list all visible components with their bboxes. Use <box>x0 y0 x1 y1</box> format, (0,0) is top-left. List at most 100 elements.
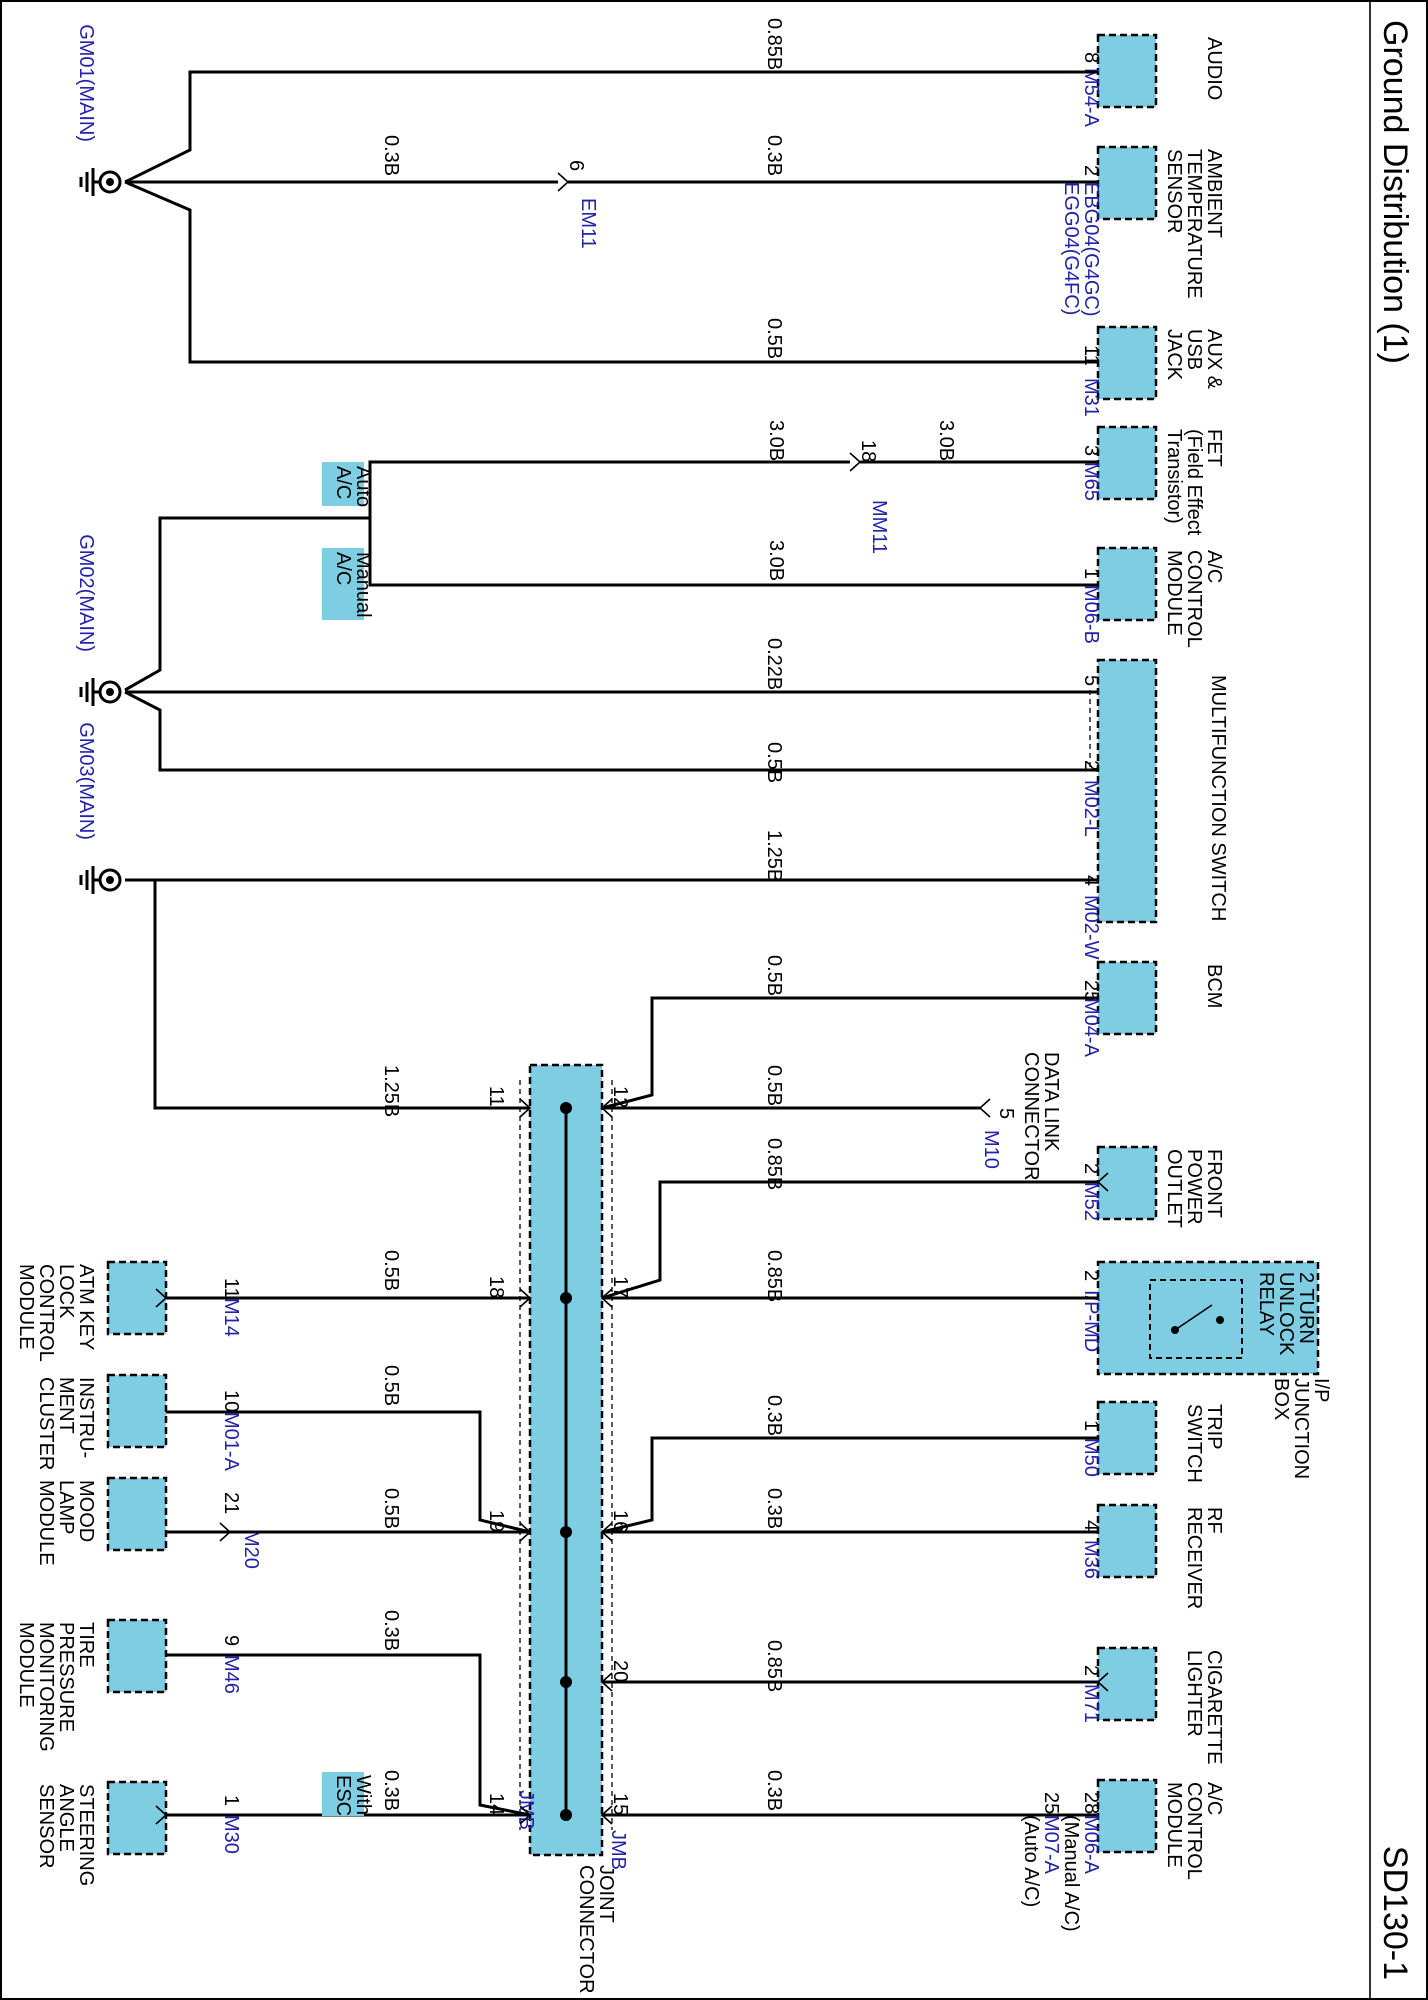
connector-label: I/P-MD <box>1080 1290 1102 1352</box>
option-label: A/C <box>332 552 354 585</box>
ground-gm02: GM02(MAIN) <box>75 534 122 706</box>
connector-note: (Auto A/C) <box>1020 1815 1042 1907</box>
component-name: Transistor) <box>1163 429 1185 524</box>
ground-label: GM01(MAIN) <box>75 24 97 142</box>
joint-pin: 14 <box>485 1793 507 1815</box>
wire-label: 3.0B <box>765 420 787 461</box>
wire <box>368 460 850 505</box>
pin-label: 2 <box>1080 760 1102 771</box>
joint-pin: 11 <box>485 1086 507 1107</box>
connector-label: M71 <box>1080 1684 1102 1723</box>
wire <box>188 70 1098 150</box>
option-tag <box>322 462 364 506</box>
component-box <box>1096 1646 1158 1722</box>
component-box <box>1096 960 1158 1036</box>
joint-pin: 18 <box>485 1276 507 1298</box>
component-name: MODULE <box>15 1264 37 1350</box>
component-box <box>106 1780 168 1856</box>
connector-arrow <box>849 452 862 472</box>
component-name: CONNECTOR <box>1020 1052 1042 1181</box>
relay-switch <box>1174 1304 1213 1331</box>
connector-label: M65 <box>1080 462 1102 501</box>
connector-label: M02-W <box>1080 895 1102 960</box>
connector-note: (Manual A/C) <box>1060 1815 1082 1932</box>
option-tag <box>322 1772 364 1816</box>
pin-label: 28 <box>1080 1792 1102 1814</box>
ground-gm01: GM01(MAIN) <box>75 24 122 196</box>
wire-label: 0.5B <box>380 1365 402 1406</box>
wire <box>166 1653 531 1817</box>
junction-dot <box>560 1809 572 1821</box>
component-box <box>106 1618 168 1694</box>
joint-label: JOINT <box>595 1865 617 1923</box>
component-name: (Field Effect <box>1183 429 1205 536</box>
component-name: ANGLE <box>55 1784 77 1852</box>
wire <box>601 1180 1098 1300</box>
wire-label: 0.3B <box>380 1610 402 1651</box>
relay-label: 2 TURN <box>1295 1272 1317 1344</box>
pin-label: 25 <box>1040 1792 1062 1814</box>
junction-dot <box>560 1526 572 1538</box>
pin-label: 5 <box>995 1108 1017 1119</box>
pin-label: 9 <box>220 1635 242 1646</box>
component-name: A/C <box>1203 550 1225 583</box>
joint-jmb-right: JMB <box>607 1830 629 1870</box>
component-name: INSTRU- <box>75 1377 97 1458</box>
component-name: CONTROL <box>1183 550 1205 648</box>
component-audio: AUDIO <box>1096 33 1225 109</box>
wire-label: 1.25B <box>763 830 785 882</box>
component-name: JACK <box>1163 329 1185 381</box>
pin-label: 8 <box>1080 52 1102 63</box>
connector-label: M02-L <box>1080 780 1102 837</box>
pin-label: 21 <box>220 1492 242 1514</box>
component-box <box>1096 1145 1158 1221</box>
joint-jmb-left: JMB <box>515 1790 537 1830</box>
component-name: CIGARETTE <box>1203 1650 1225 1764</box>
component-name: SWITCH <box>1183 1404 1205 1483</box>
connector-label: MM11 <box>868 500 890 554</box>
component-multifunction-switch: MULTIFUNCTION SWITCH <box>1096 658 1229 924</box>
component-name: CONTROL <box>35 1264 57 1362</box>
component-name: SENSOR <box>35 1784 57 1868</box>
wire-label: 0.5B <box>380 1488 402 1529</box>
connector-label: M54-A <box>1080 68 1102 128</box>
wire <box>188 210 1098 364</box>
connector-label: M20 <box>240 1530 262 1569</box>
option-label: Auto <box>352 466 374 507</box>
relay-contact <box>1216 1316 1224 1324</box>
connector-label: M36 <box>1080 1540 1102 1579</box>
component-name: A/C <box>1203 1782 1225 1815</box>
pin-label: 4 <box>1080 1520 1102 1531</box>
connector-label: M01-A <box>220 1412 242 1472</box>
junction-dot <box>560 1676 572 1688</box>
wire-label: 0.85B <box>763 18 785 70</box>
wire-label: 1.25B <box>380 1065 402 1117</box>
wire <box>124 505 372 692</box>
ground-label: GM03(MAIN) <box>75 722 97 840</box>
pin-label: 1 <box>1080 568 1102 579</box>
page-code: SD130-1 <box>1376 1846 1414 1980</box>
box-label: I/P <box>1310 1378 1332 1402</box>
wire-label: 0.3B <box>763 1770 785 1811</box>
wire-label: 0.3B <box>763 135 785 176</box>
component-box <box>1096 145 1158 221</box>
option-label: With <box>352 1775 374 1815</box>
pin-label: 1 <box>1080 1420 1102 1431</box>
connector-arrow <box>978 1098 991 1118</box>
component-name: BCM <box>1203 964 1225 1008</box>
pin-label: 10 <box>220 1390 242 1412</box>
wire-label: 0.5B <box>763 318 785 359</box>
wire-label: 3.0B <box>765 540 787 581</box>
component-name: LAMP <box>55 1480 77 1534</box>
component-name: USB <box>1183 329 1205 370</box>
component-name: AUDIO <box>1203 37 1225 100</box>
pin-label: 2 <box>1080 1270 1102 1281</box>
